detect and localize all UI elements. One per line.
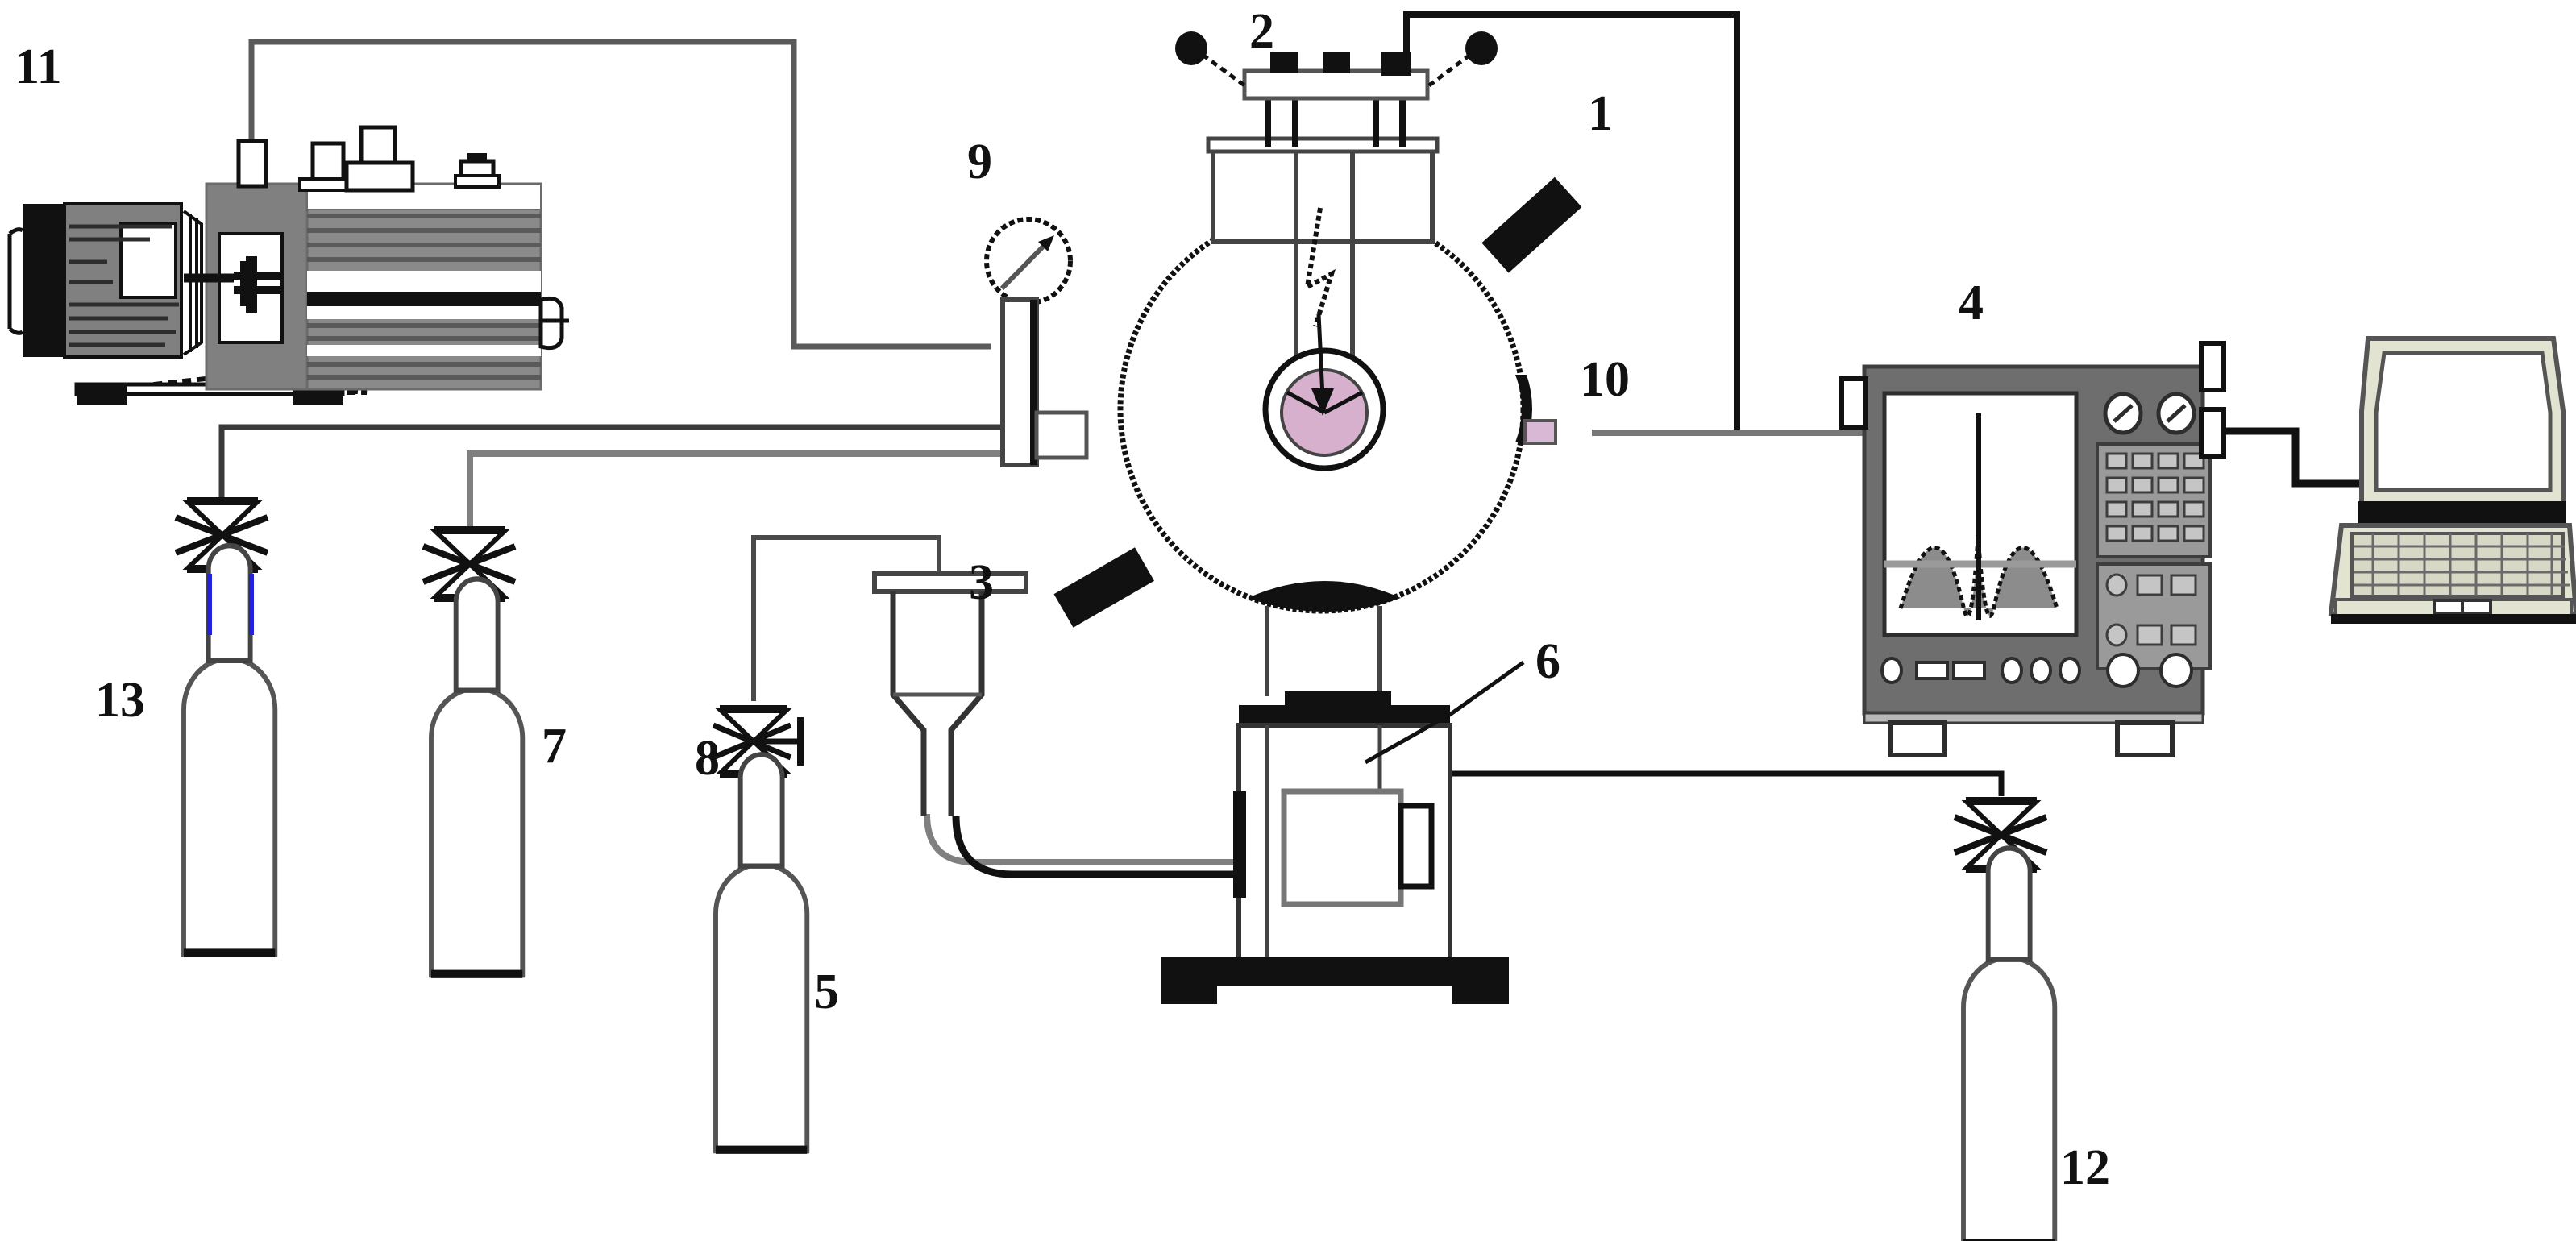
angled-viewport-upper-right: [1481, 176, 1582, 273]
gas-cylinder-12: [1963, 848, 2055, 1241]
probe-port: [1515, 375, 1557, 445]
gas-manifold-pipes: [218, 424, 1036, 528]
scope-to-laptop-cable: [2208, 427, 2382, 488]
rotary-vacuum-pump: [7, 125, 569, 405]
flange-leader-dot-left: [1175, 31, 1207, 65]
callout-3: 3: [969, 555, 994, 610]
flange-leader-dot-right: [1465, 31, 1498, 65]
bubbler-funnel-vessel: [872, 571, 1028, 816]
substrate-stage-pedestal: [1161, 606, 1525, 1004]
cylinder5-to-bubbler-pipe: [751, 535, 941, 701]
callout-9: 9: [967, 135, 992, 189]
vacuum-chamber: [1053, 136, 1582, 628]
laptop-computer: [2328, 336, 2576, 624]
callout-12: 12: [2060, 1140, 2110, 1195]
callout-11: 11: [15, 39, 62, 94]
callout-10: 10: [1580, 352, 1630, 407]
callout-2: 2: [1249, 4, 1274, 59]
callout-7: 7: [542, 719, 567, 774]
callout-5: 5: [814, 965, 839, 1019]
top-feedthrough-flange: [1175, 31, 1498, 147]
pump-to-gauge-pipe: [248, 39, 991, 350]
callout-6: 6: [1535, 634, 1560, 689]
bubbler-to-pedestal-pipe: [924, 813, 1286, 878]
callout-13: 13: [95, 673, 145, 728]
callout-8: 8: [695, 731, 720, 786]
angled-viewport-lower-left: [1053, 547, 1154, 628]
gas-cylinder-13: [184, 546, 275, 957]
gas-cylinder-5: [716, 754, 807, 1153]
oscilloscope: [1839, 341, 2226, 757]
gas-cylinder-7: [431, 579, 522, 977]
callout-1: 1: [1588, 86, 1613, 141]
pressure-gauge-assembly: [984, 217, 1089, 467]
cylinder12-to-pedestal-pipe: [1431, 770, 2005, 796]
callout-4: 4: [1959, 276, 1984, 330]
